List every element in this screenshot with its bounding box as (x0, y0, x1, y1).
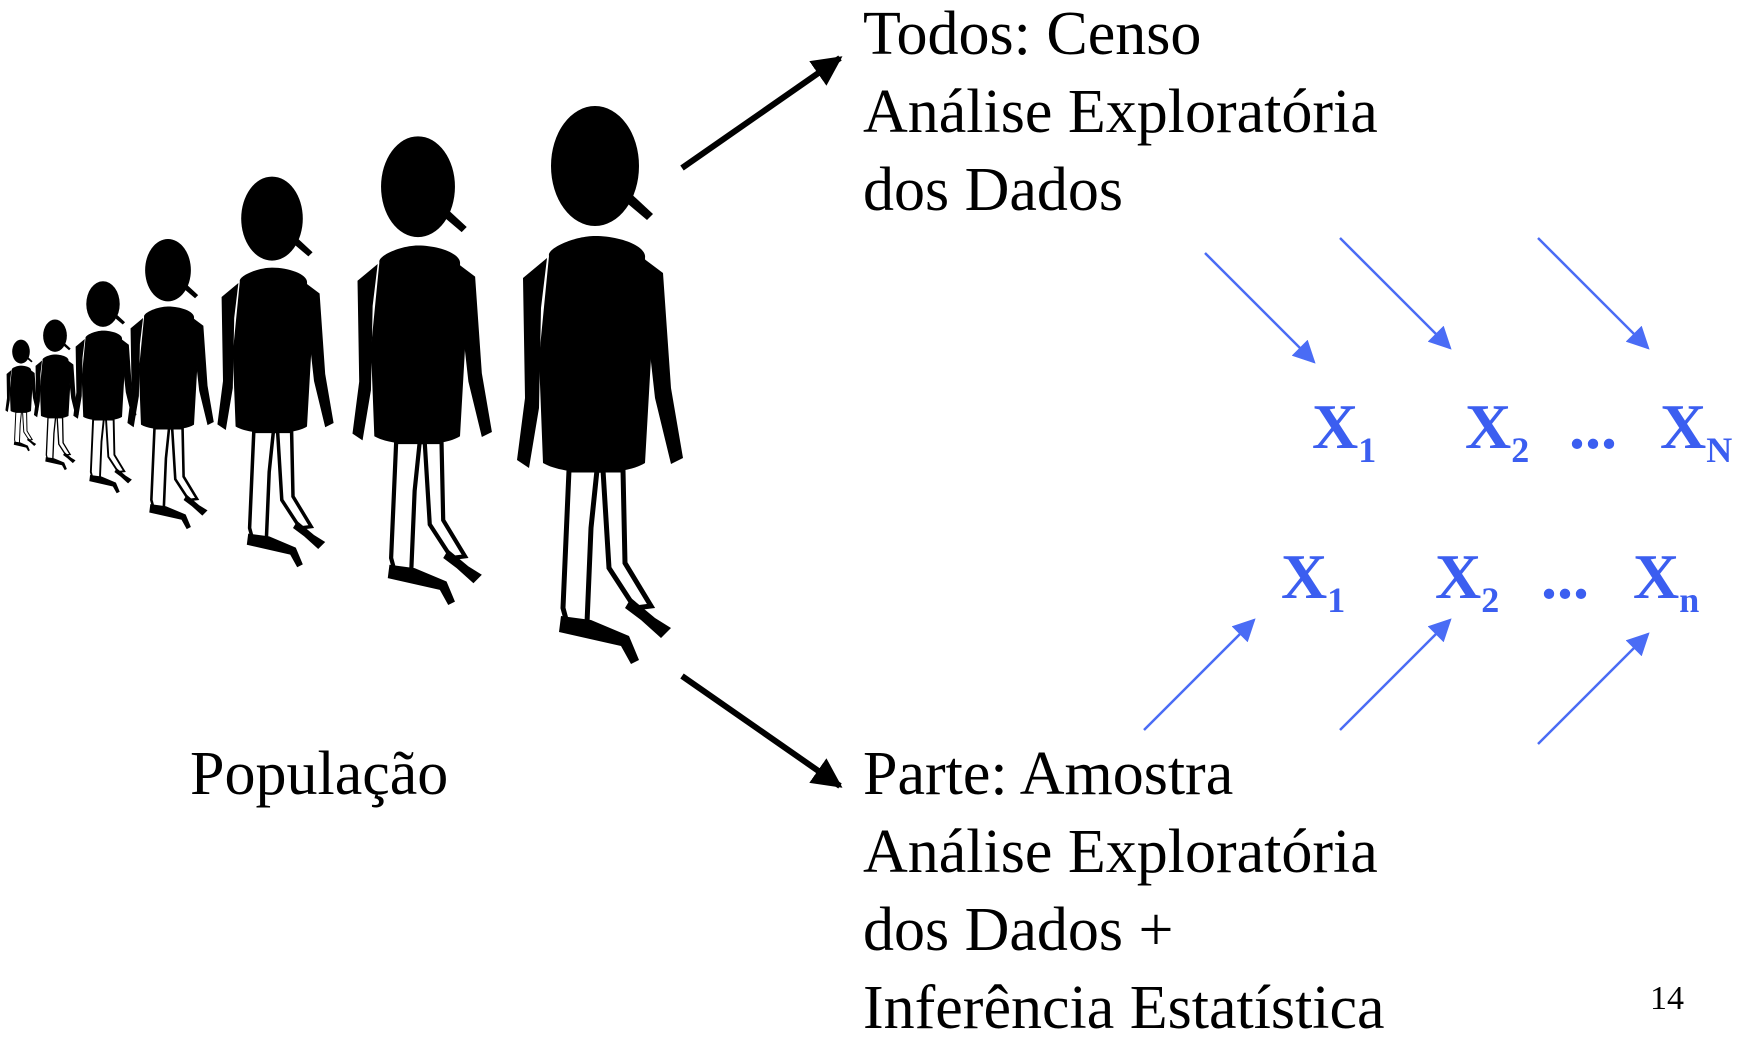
arrow-to-census (680, 55, 843, 171)
sample-line-3: dos Dados + (863, 896, 1174, 964)
population-var-n: XN (1660, 391, 1733, 470)
population-label: População (190, 740, 449, 808)
blue-arrow-census-3 (1537, 237, 1650, 350)
blue-arrow-sample-1 (1143, 618, 1256, 731)
page-number: 14 (1650, 980, 1684, 1017)
population-var-2: X2 (1465, 391, 1530, 470)
diagram-canvas (4, 55, 1650, 789)
sample-var-n: Xn (1633, 541, 1700, 620)
census-line-2: Análise Exploratória (863, 78, 1378, 146)
sample-ellipsis: ... (1541, 541, 1589, 612)
arrow-to-sample (680, 673, 843, 789)
sample-line-4: Inferência Estatística (863, 974, 1385, 1042)
person-figure-1 (4, 339, 40, 452)
census-line-3: dos Dados (863, 156, 1124, 224)
sample-var-1: X1 (1281, 541, 1346, 620)
blue-arrow-sample-3 (1537, 632, 1650, 745)
person-figure-4 (126, 237, 216, 531)
person-figure-6 (352, 136, 491, 605)
sample-line-1: Parte: Amostra (863, 740, 1234, 808)
blue-arrow-census-2 (1339, 237, 1452, 350)
census-line-1: Todos: Censo (863, 0, 1202, 68)
blue-arrow-sample-2 (1339, 618, 1452, 731)
person-figure-7 (517, 106, 683, 664)
population-ellipsis: ... (1569, 391, 1617, 462)
person-figure-3 (72, 280, 138, 495)
person-figure-2 (33, 318, 80, 471)
sample-line-2: Análise Exploratória (863, 818, 1378, 886)
sample-var-2: X2 (1435, 541, 1500, 620)
population-var-1: X1 (1312, 391, 1377, 470)
blue-arrow-census-1 (1204, 252, 1316, 364)
person-figure-5 (215, 174, 336, 569)
